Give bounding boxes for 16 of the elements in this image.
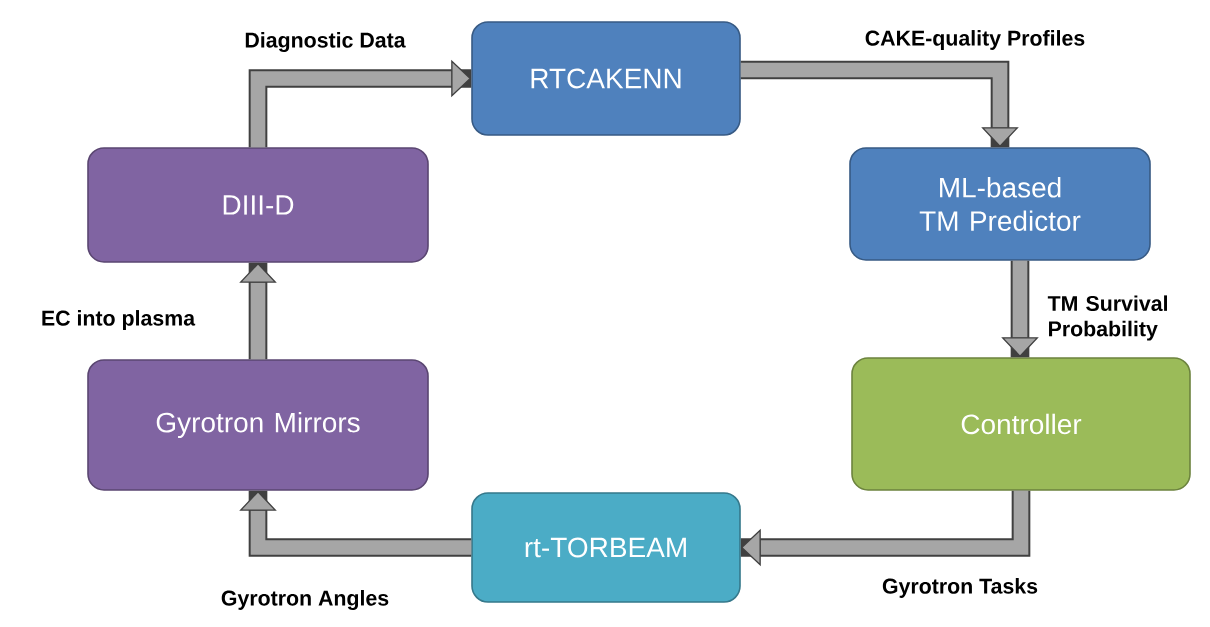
block-arrow	[740, 60, 1019, 148]
process-box: RTCAKENN	[471, 21, 741, 136]
edge-label: Gyrotron Tasks	[882, 578, 1038, 598]
edge-label: Diagnostic Data	[245, 32, 406, 52]
edge-label: TM Survival Probability	[1047, 295, 1167, 341]
edge-label: EC into plasma	[42, 310, 196, 330]
process-box: rt-TORBEAM	[471, 492, 741, 603]
edge-label: Gyrotron Angles	[221, 590, 389, 610]
edge-label: CAKE-quality Profiles	[865, 30, 1085, 50]
block-arrow	[248, 59, 472, 148]
process-box: Gyrotron Mirrors	[87, 359, 429, 491]
process-box: ML-based TM Predictor	[849, 147, 1151, 261]
block-arrow	[239, 490, 472, 557]
process-box: Controller	[851, 357, 1191, 491]
process-box: DIII-D	[87, 147, 429, 263]
block-arrow	[740, 490, 1031, 567]
